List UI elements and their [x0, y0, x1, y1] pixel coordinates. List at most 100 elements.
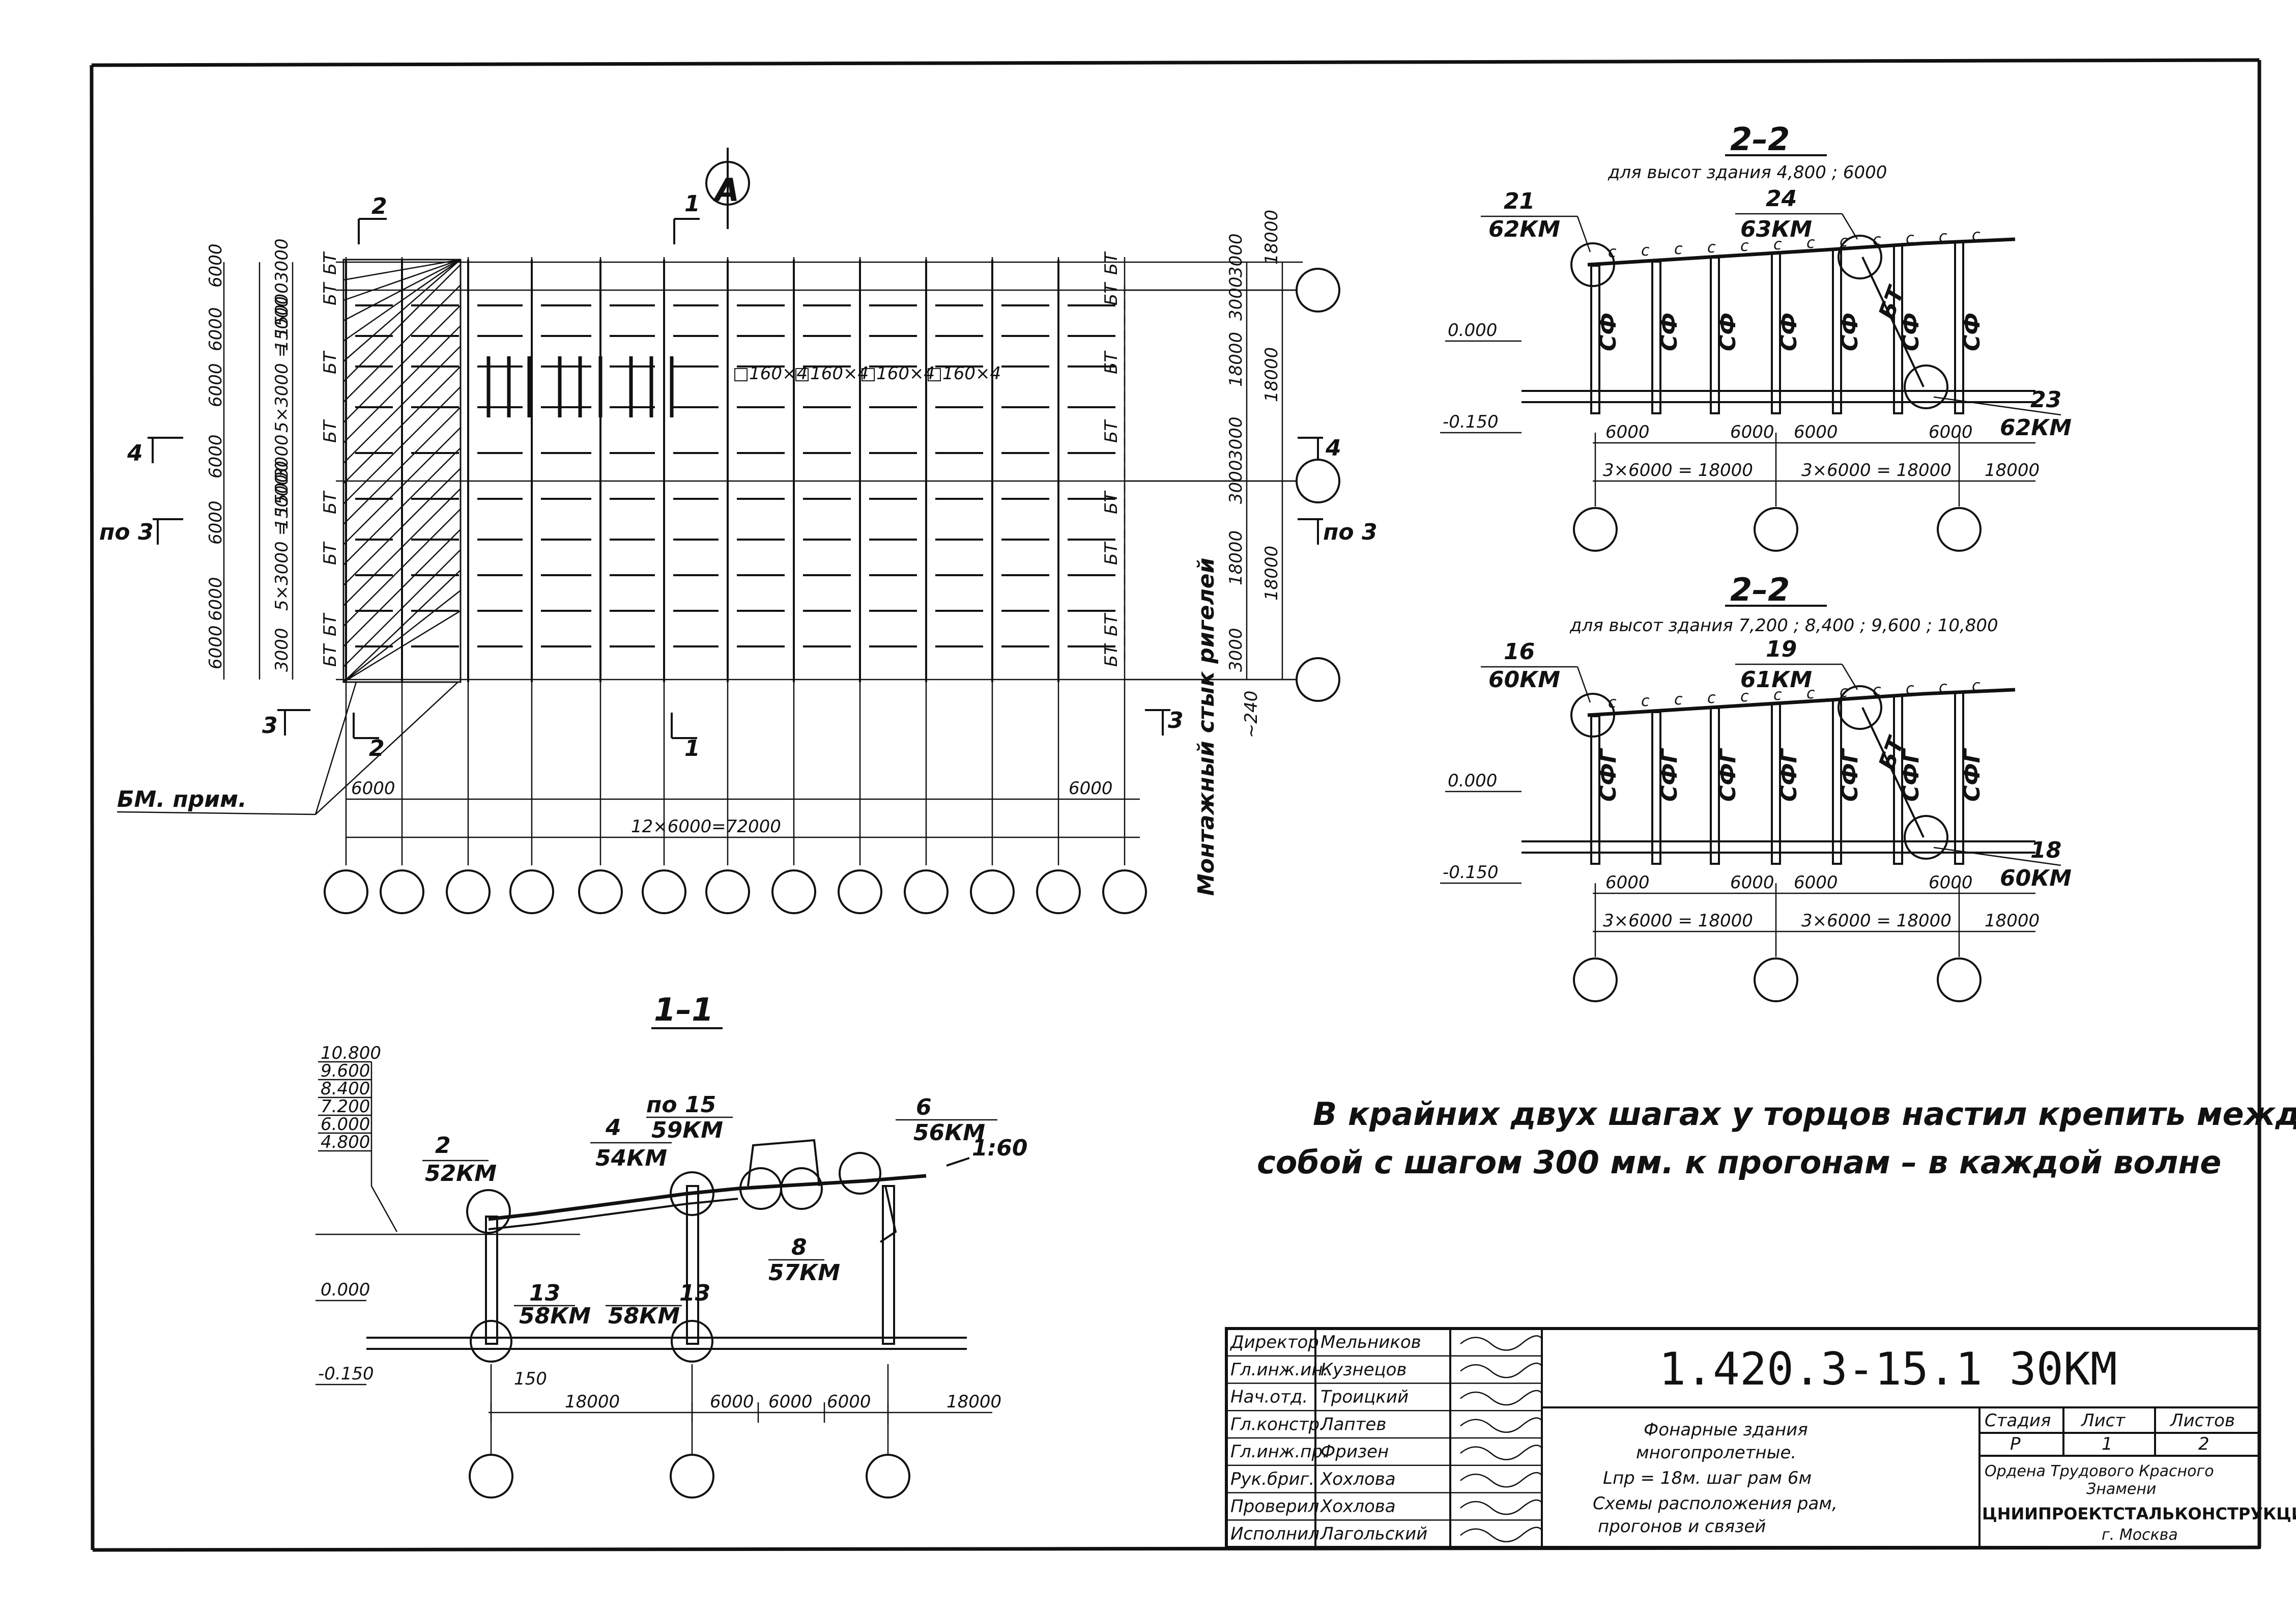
sheets-header: Листов: [2169, 1410, 2235, 1431]
purlin-mark: с: [1740, 237, 1749, 255]
dim-inner: 15000: [272, 296, 292, 351]
axis-bubble: [705, 869, 750, 914]
tb-name: Лагольский: [1319, 1523, 1427, 1544]
svg-text:2: 2: [371, 193, 387, 219]
axis-bubble: [904, 869, 949, 914]
section-mark-4-left: 4: [127, 437, 183, 466]
column-label: СФ: [1715, 313, 1741, 351]
svg-text:6: 6: [916, 1094, 932, 1120]
bt-label: БТ: [320, 491, 340, 514]
dim-inner: 3000: [272, 434, 292, 478]
signature-icon: [1460, 1527, 1543, 1542]
stage-value: Р: [2010, 1434, 2021, 1454]
tb-name: Хохлова: [1319, 1497, 1396, 1517]
section-mark-4-right: 4: [1298, 435, 1341, 463]
column-label: СФ: [1656, 313, 1682, 351]
signature-icon: [1460, 1390, 1543, 1406]
callout-code: 56КМ: [913, 1120, 985, 1146]
callout-num: 21: [1504, 188, 1535, 214]
elevation-mark: 7.200: [321, 1096, 370, 1117]
dim-inner: 5×3000 = 15000: [272, 461, 292, 611]
section-2-2-b: 2–2 для высот здания 7,200 ; 8,400 ; 9,6…: [1440, 571, 2072, 1002]
dim-top: 6000: [1929, 422, 1973, 442]
desc-line: многопролетные.: [1636, 1443, 1796, 1463]
column-label: СФ: [1595, 313, 1621, 351]
total-dim: 12×6000=72000: [631, 816, 781, 837]
elevation-mark: 10.800: [321, 1043, 381, 1063]
dim-outer: 6000: [206, 363, 226, 407]
svg-text:3: 3: [262, 713, 278, 739]
callout-code: 63КМ: [1740, 216, 1812, 242]
purlin-mark: с: [1972, 227, 1981, 244]
purlin-mark: с: [1641, 242, 1650, 260]
tb-name: Кузнецов: [1321, 1360, 1407, 1380]
signature-icon: [1460, 1499, 1543, 1515]
purlin-mark: с: [1873, 231, 1881, 249]
purlin-mark: с: [1773, 686, 1782, 704]
section-mark-3-left-top: по 3: [99, 518, 183, 545]
svg-text:1: 1: [684, 191, 700, 217]
purlin-mark: с: [1939, 228, 1947, 246]
purlin-mark: с: [1740, 688, 1749, 705]
callout-code: 58КМ: [519, 1303, 591, 1329]
dim-right: 3000: [1226, 233, 1246, 277]
dim-outer: 6000: [206, 243, 226, 288]
column-label: СФГ: [1837, 748, 1863, 802]
column: [1771, 252, 1781, 414]
callout-code: 62КМ: [1488, 216, 1560, 242]
column-label: СФ: [1776, 313, 1802, 351]
bt-label: БТ: [1101, 282, 1122, 305]
desc-line: Фонарные здания: [1644, 1420, 1808, 1440]
dim-right: 3000: [1226, 628, 1246, 672]
span-dim: 18000: [565, 1392, 620, 1412]
column-label: СФГ: [1656, 748, 1682, 802]
dim-inner: 15000: [272, 474, 292, 529]
plan-axis-row: [324, 869, 1147, 914]
axis-bubble: [324, 869, 368, 914]
svg-text:13: 13: [529, 1280, 560, 1306]
dim-top: 6000: [1605, 872, 1650, 893]
section-mark-3-right-top: по 3: [1298, 518, 1377, 545]
purlin-mark: с: [1806, 234, 1815, 252]
note-line-2: собой с шагом 300 мм. к прогонам – в каж…: [1257, 1144, 2221, 1181]
general-note: В крайних двух шагах у торцов настил кре…: [1257, 1095, 2296, 1181]
dim-right: 3000: [1226, 276, 1246, 321]
bt-label: БТ: [320, 419, 340, 443]
dim-inner: 5×3000 = 15000: [272, 283, 292, 433]
column-label: СФ: [1898, 313, 1924, 351]
callout-code: 60КМ: [2000, 865, 2072, 891]
purlin-mark: с: [1972, 677, 1981, 695]
svg-text:3: 3: [1168, 708, 1184, 733]
detail-circle: [1570, 242, 1615, 287]
bt-label: БТ: [1101, 542, 1122, 565]
plan-ticks: [486, 356, 674, 417]
detail-circle: [1904, 815, 1948, 860]
dim-outer: 6000: [206, 625, 226, 669]
column: [1651, 261, 1661, 414]
column: [1832, 699, 1842, 865]
elev-zero: 0.000: [1448, 320, 1497, 341]
signature-icon: [1460, 1362, 1543, 1378]
section-title: 2–2: [1730, 571, 1790, 608]
elev-zero: 0.000: [1448, 771, 1497, 791]
dim-bottom: 3×6000 = 18000: [1801, 460, 1951, 481]
purlin-label: □160×4: [794, 363, 869, 384]
elevation-mark: 9.600: [321, 1061, 370, 1081]
bt-label: БТ: [1101, 419, 1122, 443]
dim-outer: 6000: [206, 434, 226, 478]
north-arrow-icon: А: [705, 148, 750, 229]
dim-right-outer: 18000: [1261, 210, 1282, 265]
callout-num: 23: [2030, 387, 2061, 413]
column-label: СФ: [1837, 313, 1863, 351]
callout-num: 24: [1766, 186, 1797, 212]
desc-line: прогонов и связей: [1598, 1516, 1766, 1537]
purlin-mark: с: [1608, 243, 1617, 261]
axis-bubble: [970, 869, 1015, 914]
svg-text:2: 2: [435, 1133, 451, 1159]
detail-circle: [1904, 364, 1948, 409]
axis-bubble: [446, 869, 491, 914]
detail-circle: [1838, 685, 1882, 730]
bt-label: БТ: [320, 351, 340, 374]
